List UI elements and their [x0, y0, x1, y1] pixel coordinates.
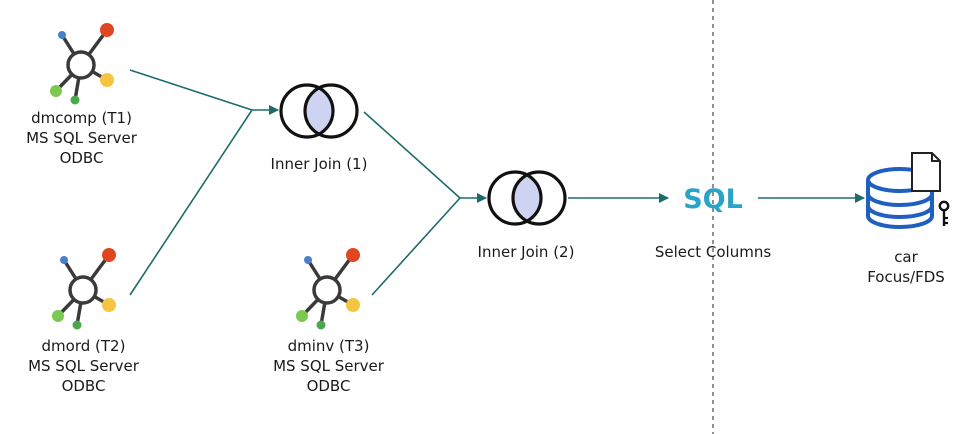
- connector-t1-j1[interactable]: [129, 69, 253, 111]
- source-connection: ODBC: [59, 149, 104, 167]
- source-name: dminv (T3): [287, 337, 370, 355]
- connectors: [129, 69, 865, 296]
- join-label-text: Inner Join (2): [477, 243, 575, 261]
- source-node-icon[interactable]: [50, 23, 114, 105]
- source-type: MS SQL Server: [273, 357, 384, 375]
- source-connection: ODBC: [61, 377, 106, 395]
- target-name: car: [894, 248, 918, 266]
- source-node-icon[interactable]: [52, 248, 116, 330]
- connector-t2-j1[interactable]: [129, 109, 253, 296]
- source-type: MS SQL Server: [26, 129, 137, 147]
- source-label-t3: dminv (T3) MS SQL Server ODBC: [251, 336, 406, 396]
- join-label-2: Inner Join (2): [456, 242, 596, 262]
- target-format: Focus/FDS: [867, 268, 945, 286]
- sql-node-label-text: Select Columns: [654, 243, 772, 261]
- sql-node-label: Select Columns: [633, 242, 793, 262]
- source-name: dmcomp (T1): [31, 109, 132, 127]
- connector-j1-j2[interactable]: [363, 111, 461, 199]
- source-name: dmord (T2): [41, 337, 126, 355]
- sql-icon[interactable]: SQL: [683, 184, 743, 215]
- join-label-text: Inner Join (1): [270, 155, 368, 173]
- source-label-t2: dmord (T2) MS SQL Server ODBC: [6, 336, 161, 396]
- source-connection: ODBC: [306, 377, 351, 395]
- document-icon: [911, 152, 941, 192]
- join-label-1: Inner Join (1): [249, 154, 389, 174]
- inner-join-icon[interactable]: [279, 83, 359, 139]
- source-type: MS SQL Server: [28, 357, 139, 375]
- key-icon: [938, 200, 950, 226]
- inner-join-icon[interactable]: [487, 170, 567, 226]
- source-label-t1: dmcomp (T1) MS SQL Server ODBC: [4, 108, 159, 168]
- connector-t3-j2[interactable]: [371, 197, 461, 296]
- target-label: car Focus/FDS: [856, 247, 956, 287]
- source-node-icon[interactable]: [296, 248, 360, 330]
